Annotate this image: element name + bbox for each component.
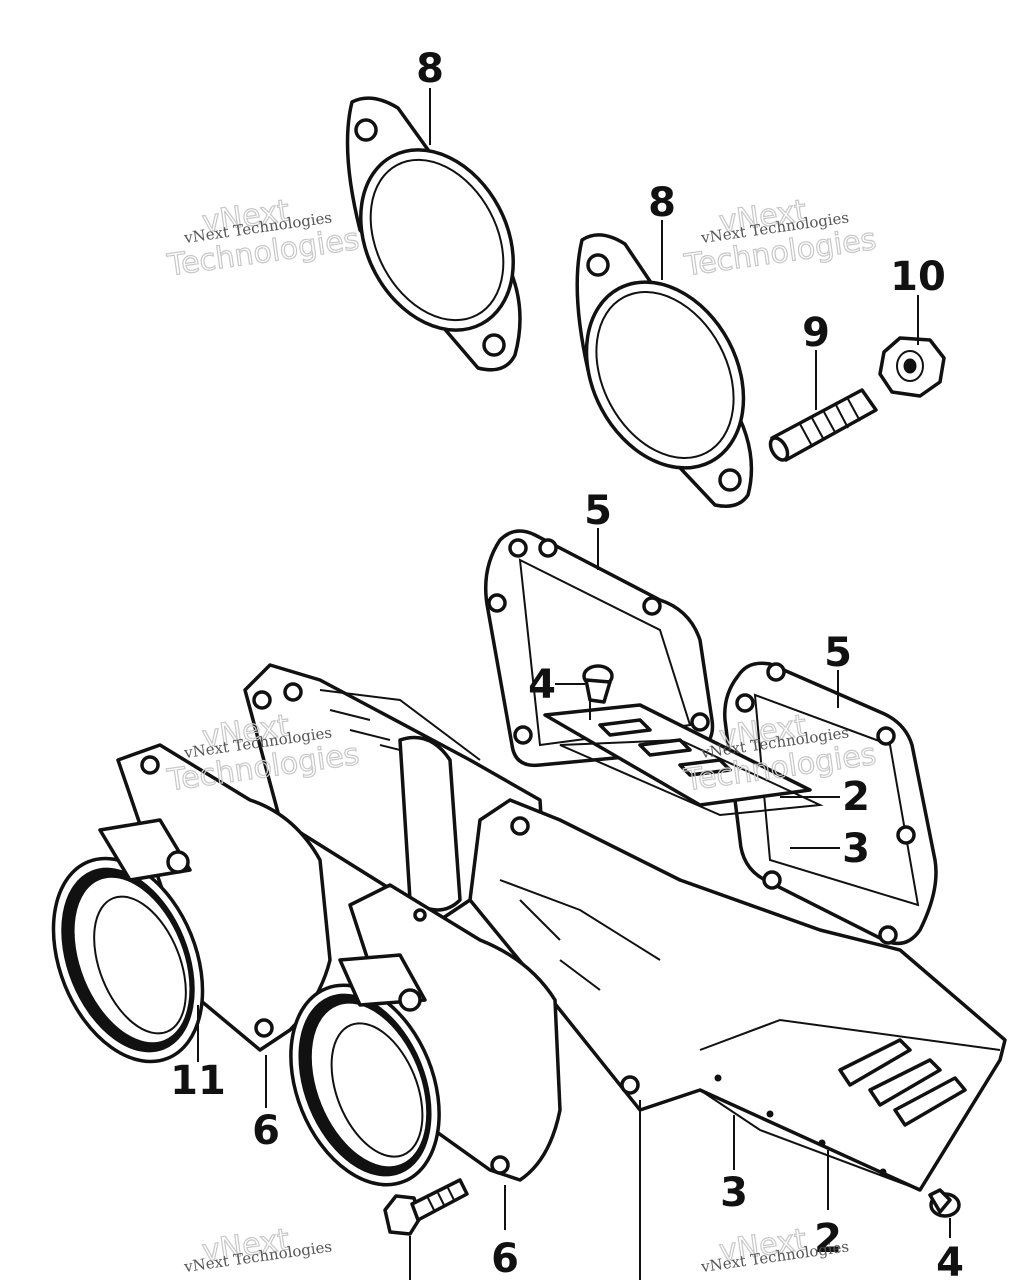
callout-5-upper: 5 [584, 488, 612, 534]
screw-lower [928, 1188, 961, 1218]
carburetor-boot-left [51, 743, 332, 1064]
callout-5-right: 5 [824, 630, 852, 676]
stud-bolt [768, 388, 878, 462]
watermark-1: vNext vNext Technologies Technologies [164, 193, 362, 284]
callout-10: 10 [890, 254, 946, 300]
callout-6-left: 6 [252, 1108, 280, 1154]
flange-gasket-upper-left [345, 96, 522, 372]
reed-block-housing-front [468, 798, 1007, 1192]
callout-2-upper: 2 [842, 774, 870, 820]
watermark-2: vNext vNext Technologies Technologies [681, 193, 879, 284]
callout-11: 11 [170, 1058, 226, 1104]
screw-upper [582, 664, 614, 704]
callout-8-upper-right: 8 [648, 180, 676, 226]
callout-3-lower: 3 [720, 1170, 748, 1216]
callout-labels: 8 8 10 9 5 5 4 2 3 11 6 3 2 4 6 [170, 46, 964, 1280]
watermark-5: vNext vNext Technologies [182, 1222, 333, 1276]
callout-9: 9 [802, 310, 830, 356]
flange-nut [878, 336, 946, 398]
carburetor-boot-right [289, 883, 562, 1187]
bolt-lower [383, 1178, 469, 1236]
callout-6-lower: 6 [491, 1236, 519, 1280]
reed-gasket-upper [484, 529, 715, 768]
callout-8-upper-left: 8 [416, 46, 444, 92]
callout-4-upper: 4 [528, 662, 556, 708]
reed-stop-plate-lower [699, 1018, 1001, 1191]
callout-2-lower: 2 [814, 1216, 842, 1262]
reed-petal-upper [543, 703, 824, 817]
flange-gasket-upper-right [575, 233, 754, 508]
leader-lines [197, 88, 951, 1280]
reed-gasket-right [723, 661, 938, 946]
watermark-4: vNext vNext Technologies Technologies [681, 708, 879, 799]
callout-3-upper: 3 [842, 826, 870, 872]
callout-4-lower: 4 [936, 1240, 964, 1280]
